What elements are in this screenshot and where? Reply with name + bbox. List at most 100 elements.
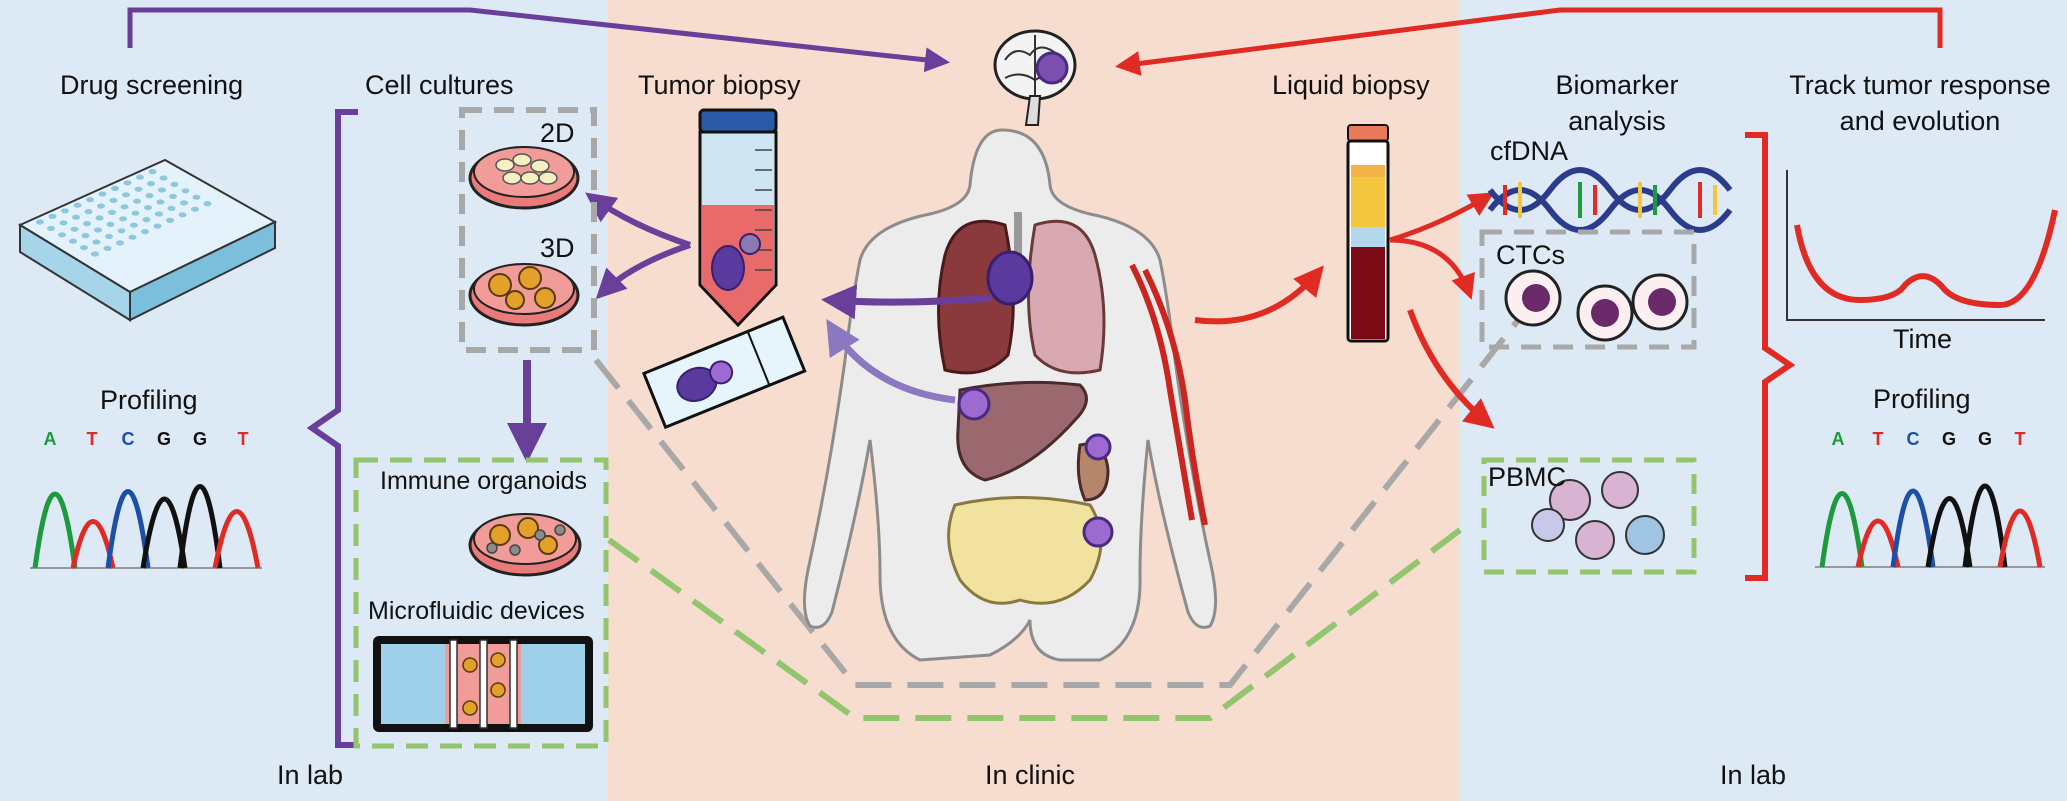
plate-well — [92, 239, 101, 245]
drug-screening-label: Drug screening — [60, 70, 244, 100]
right-base-letter: A — [1832, 429, 1845, 449]
green-dashed-path — [607, 527, 1462, 721]
plate-well — [59, 220, 68, 226]
plate-well — [95, 215, 104, 221]
left-lab-zone-label: In lab — [277, 760, 344, 790]
plate-well — [81, 233, 90, 239]
plate-well — [70, 226, 79, 232]
gray-dashed-path — [593, 303, 1533, 688]
cell-cultures-box — [459, 107, 597, 353]
plate-well — [148, 169, 157, 175]
plate-well — [105, 233, 113, 239]
plate-well — [192, 194, 201, 200]
dish-2d-illustration — [468, 146, 580, 210]
right-base-letter: G — [1942, 429, 1956, 449]
plate-well — [73, 202, 82, 208]
ctcs-label: CTCs — [1496, 240, 1565, 270]
plate-well — [153, 223, 162, 229]
plate-well — [80, 245, 88, 251]
plate-well — [109, 197, 118, 203]
right-sequence-letters: A T C G G T — [1832, 429, 2026, 449]
plate-well — [61, 208, 69, 214]
left-base-letter: G — [157, 429, 171, 449]
lungs-illustration — [937, 212, 1106, 375]
plate-well — [169, 193, 177, 199]
right-base-letter: T — [2015, 429, 2026, 449]
plate-well — [141, 229, 149, 235]
immune-organoids-label: Immune organoids — [380, 467, 588, 495]
left-sequence-letters: A T C G G T — [44, 429, 249, 449]
biomarker-label-line1: Biomarker — [1555, 70, 1679, 100]
plate-well — [120, 204, 129, 210]
tumor-biopsy-label: Tumor biopsy — [638, 70, 801, 100]
arrow-liver-to-slide — [826, 319, 956, 404]
plate-well — [133, 198, 141, 204]
track-response-label-line2: and evolution — [1839, 106, 2001, 136]
microfluidic-device-illustration — [373, 636, 593, 732]
plate-well — [111, 185, 119, 191]
plate-well — [94, 227, 102, 233]
plate-well — [117, 228, 126, 234]
tumor-response-chart — [1786, 170, 2058, 321]
right-lab-zone-label: In lab — [1720, 760, 1787, 790]
arrow-blood-to-pbmc — [1407, 308, 1495, 429]
right-lab-bracket — [1745, 132, 1796, 581]
cell-cultures-label: Cell cultures — [365, 70, 514, 100]
plate-well — [191, 206, 199, 212]
plate-well — [122, 192, 130, 198]
left-base-letter: A — [44, 429, 57, 449]
time-axis-label: Time — [1893, 324, 1952, 354]
right-base-letter: G — [1978, 429, 1992, 449]
pbmc-label: PBMC — [1488, 462, 1567, 492]
plate-well — [58, 232, 66, 238]
plate-well — [47, 225, 55, 231]
left-profiling-label: Profiling — [100, 385, 198, 415]
plate-well — [181, 188, 190, 194]
plate-well — [159, 175, 168, 181]
plate-well — [84, 209, 93, 215]
tissue-slide-illustration — [641, 315, 807, 430]
plate-well — [119, 216, 127, 222]
top-purple-connector — [127, 7, 950, 73]
blood-tube-illustration — [1346, 124, 1390, 343]
cfdna-label: cfDNA — [1490, 136, 1569, 166]
plate-well — [131, 210, 140, 216]
plate-well — [103, 245, 112, 251]
right-profiling-label: Profiling — [1873, 384, 1971, 414]
arrow-tube-to-2d — [585, 192, 691, 248]
plate-well — [155, 211, 163, 217]
dish-3d-illustration — [468, 263, 580, 327]
left-base-letter: C — [122, 429, 135, 449]
plate-well — [48, 213, 57, 219]
plate-well — [180, 200, 188, 206]
microfluidic-devices-label: Microfluidic devices — [368, 597, 585, 625]
well-plate-illustration — [17, 158, 278, 322]
liver-illustration — [956, 380, 1088, 482]
plate-well — [83, 221, 91, 227]
plate-well — [106, 221, 115, 227]
brain-illustration — [993, 29, 1077, 126]
clinic-zone-label: In clinic — [985, 760, 1076, 790]
plate-well — [98, 191, 107, 197]
plate-well — [86, 197, 94, 203]
arrow-tube-to-3d — [595, 242, 691, 300]
plate-well — [145, 193, 154, 199]
kidney-illustration — [1076, 433, 1112, 502]
plate-well — [123, 180, 132, 186]
pelvis-illustration — [947, 496, 1114, 605]
top-red-connector — [1115, 7, 1943, 76]
pbmc-cells-illustration — [1531, 471, 1665, 560]
right-profiling-chromatogram — [1815, 483, 2045, 568]
plate-well — [116, 240, 124, 246]
right-base-letter: C — [1907, 429, 1920, 449]
arrow-body-to-blood — [1194, 265, 1324, 325]
biopsy-tube-illustration — [698, 108, 778, 328]
plate-well — [167, 205, 176, 211]
plate-well — [147, 181, 155, 187]
label-2d: 2D — [540, 118, 575, 148]
plate-well — [97, 203, 105, 209]
plate-well — [144, 205, 152, 211]
plate-well — [108, 209, 116, 215]
